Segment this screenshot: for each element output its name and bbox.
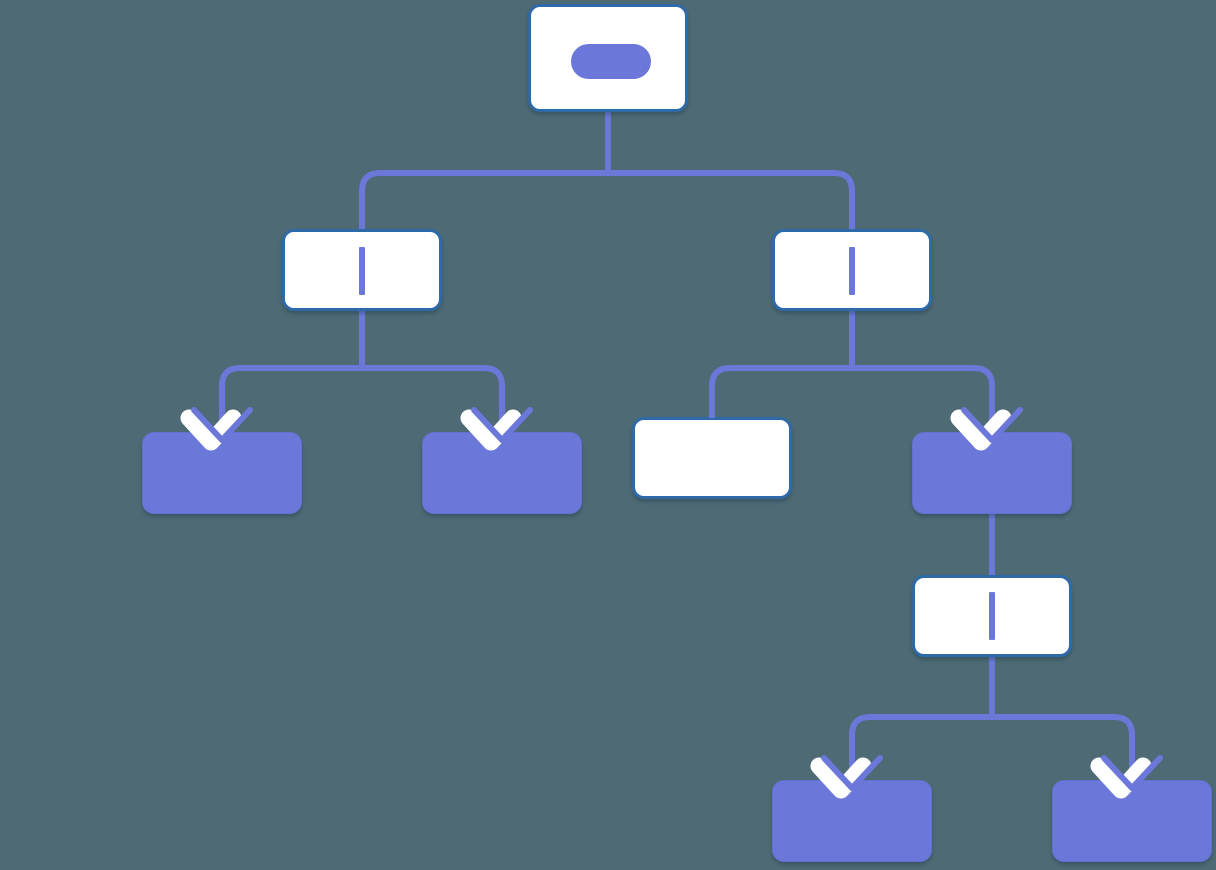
node-level3-d[interactable] <box>912 432 1072 514</box>
node-root[interactable] <box>528 4 688 112</box>
node-level3-b[interactable] <box>422 432 582 514</box>
node-level3-a[interactable] <box>142 432 302 514</box>
edge-l4a-to-l5a <box>849 714 992 780</box>
edge-root-to-l2a <box>359 170 608 232</box>
edge-l2b-to-l3d <box>852 365 995 432</box>
edge-l2b-to-l3c <box>709 365 852 419</box>
node-level2-right[interactable] <box>772 229 932 311</box>
node-root-label-redaction <box>571 44 651 79</box>
node-level5-a[interactable] <box>772 780 932 862</box>
edge-root-to-l2b <box>608 170 855 232</box>
edge-l4a-to-l5b <box>992 714 1135 780</box>
node-level4-a[interactable] <box>912 575 1072 657</box>
edge-l2a-to-l3b <box>362 365 505 432</box>
node-level3-c[interactable] <box>632 417 792 499</box>
node-level2-left[interactable] <box>282 229 442 311</box>
node-level5-b[interactable] <box>1052 780 1212 862</box>
stub-above-level3-c <box>709 404 715 418</box>
edge-l2a-to-l3a <box>219 365 362 432</box>
